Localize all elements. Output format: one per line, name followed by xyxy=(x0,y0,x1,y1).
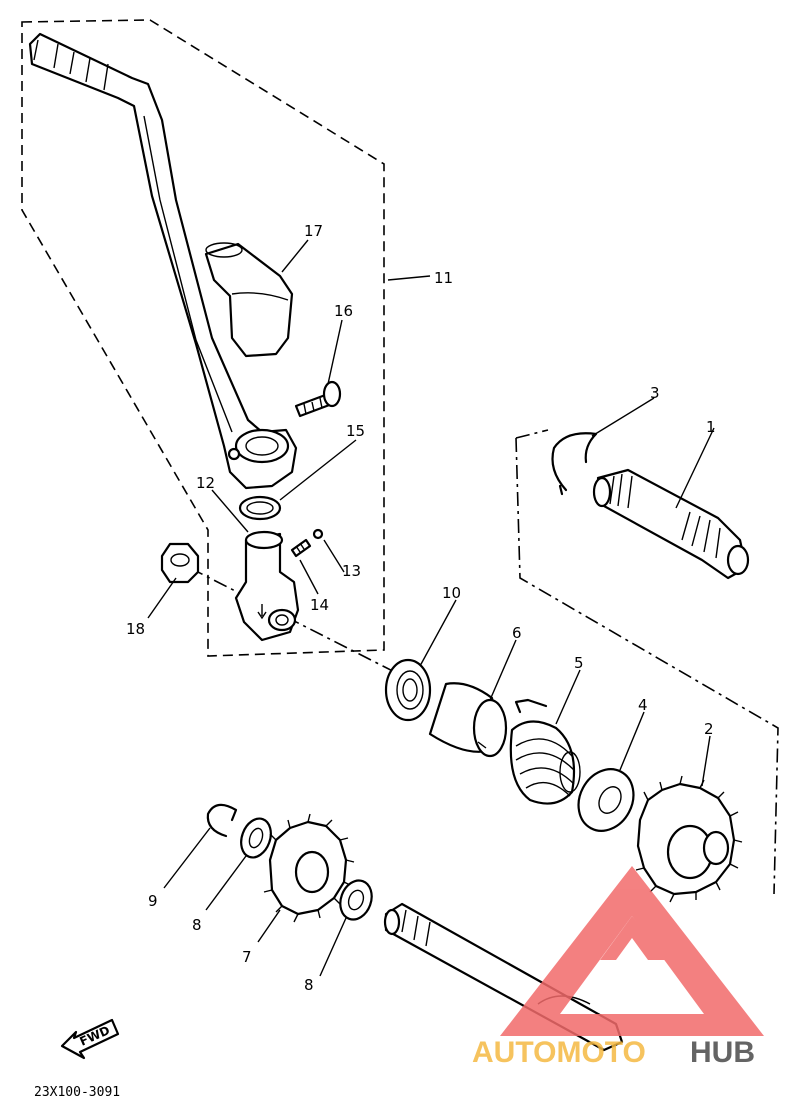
kick-boss-cover xyxy=(204,242,294,358)
kick-crank-assembly-outline xyxy=(21,19,385,657)
callout-16: 16 xyxy=(334,302,353,320)
nut xyxy=(160,542,200,584)
spring-pin xyxy=(290,538,312,558)
kick-idle-gear xyxy=(263,813,355,923)
callout-6: 6 xyxy=(512,624,522,642)
callout-8b: 8 xyxy=(304,976,314,994)
callout-15: 15 xyxy=(346,422,365,440)
spring-guide xyxy=(428,682,508,758)
washer xyxy=(577,768,635,832)
callout-12: 12 xyxy=(196,474,215,492)
watermark-text-automoto: AUTOMOTO xyxy=(472,1036,646,1069)
leader-lines xyxy=(147,239,715,977)
fwd-arrow-icon: FWD xyxy=(60,1018,120,1060)
callout-11: 11 xyxy=(434,269,453,287)
washer-small-a xyxy=(240,817,272,859)
kick-axle-group-outline-top xyxy=(515,429,549,439)
callout-2: 2 xyxy=(704,720,714,738)
torsion-spring xyxy=(509,698,581,805)
kick-axle xyxy=(592,468,750,580)
figure-code: 23X100-3091 xyxy=(34,1085,120,1100)
oil-seal xyxy=(384,658,432,722)
kick-gear xyxy=(635,775,743,903)
steel-ball xyxy=(312,528,324,540)
watermark-text-hub: HUB xyxy=(690,1036,755,1069)
o-ring xyxy=(238,495,282,521)
callout-labels: 1 2 3 4 5 6 7 8 8 9 10 11 12 13 14 15 16… xyxy=(126,222,716,994)
watermark-triangle-icon xyxy=(500,866,764,1036)
circlip-small xyxy=(206,803,238,838)
shaft xyxy=(383,902,624,1052)
callout-18: 18 xyxy=(126,620,145,638)
callout-4: 4 xyxy=(638,696,648,714)
callout-3: 3 xyxy=(650,384,660,402)
kick-crank-lever xyxy=(28,32,298,490)
callout-13: 13 xyxy=(342,562,361,580)
callout-17: 17 xyxy=(304,222,323,240)
circlip xyxy=(551,432,598,496)
callout-10: 10 xyxy=(442,584,461,602)
assembly-centerline xyxy=(189,567,431,691)
bolt xyxy=(294,380,342,418)
kick-axle-group-outline xyxy=(515,437,779,895)
callout-5: 5 xyxy=(574,654,584,672)
callout-7: 7 xyxy=(242,948,252,966)
o-ring-inner xyxy=(246,501,274,515)
callout-8a: 8 xyxy=(192,916,202,934)
callout-14: 14 xyxy=(310,596,329,614)
watermark-logo: AUTOMOTO HUB xyxy=(472,866,764,1069)
kick-boss xyxy=(234,530,300,642)
callout-9: 9 xyxy=(148,892,158,910)
callout-1: 1 xyxy=(706,418,716,436)
washer-small-b xyxy=(339,879,373,921)
